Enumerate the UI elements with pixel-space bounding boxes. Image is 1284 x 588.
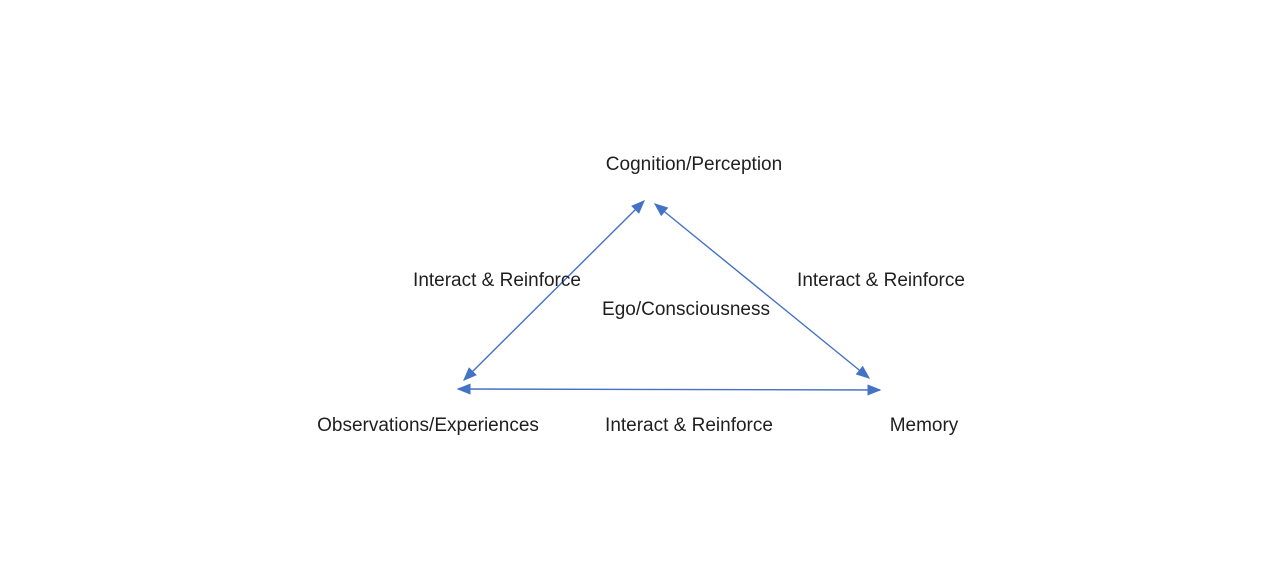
center-label-ego-consciousness: Ego/Consciousness [602,299,770,320]
edge-label-left-interact-reinforce: Interact & Reinforce [413,270,581,291]
edge-right-double-arrow [653,203,871,379]
edge-bottom-double-arrow [456,383,882,396]
node-label-cognition-perception: Cognition/Perception [605,154,783,175]
edge-label-right-interact-reinforce: Interact & Reinforce [797,270,965,291]
edge-left-double-arrow [463,200,645,381]
node-label-memory: Memory [889,415,959,436]
node-label-observations-experiences: Observations/Experiences [317,415,539,436]
edge-label-bottom-interact-reinforce: Interact & Reinforce [605,415,773,436]
